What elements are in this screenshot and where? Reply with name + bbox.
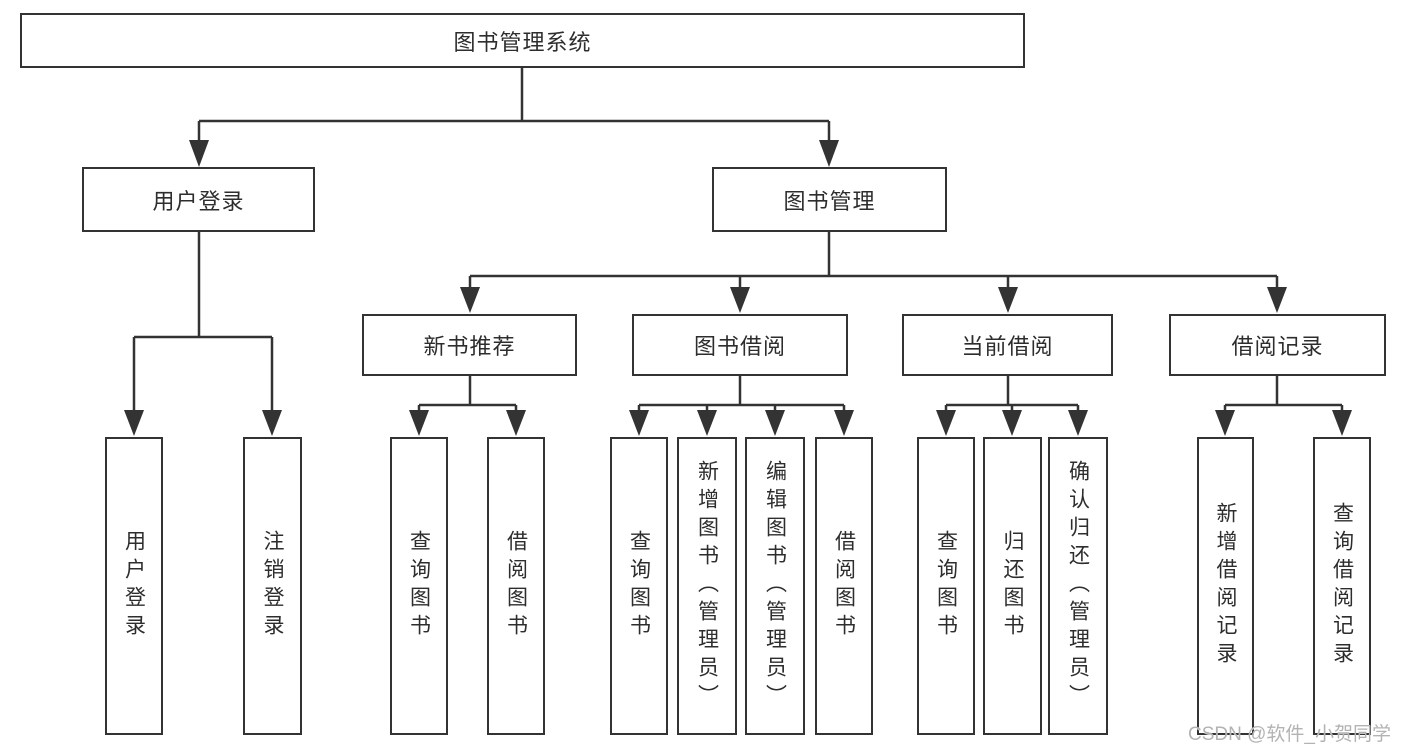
node-book-borrow: 图书借阅: [632, 314, 848, 376]
leaf-bb-query-books: 查询图书: [610, 437, 668, 735]
leaf-nbr-borrow-books: 借阅图书: [487, 437, 545, 735]
node-current-borrow: 当前借阅: [902, 314, 1113, 376]
leaf-bb-edit-books-admin: 编辑图书（管理员）: [745, 437, 805, 735]
leaf-cb-return-books-label: 归还图书: [1001, 530, 1024, 642]
node-book-management: 图书管理: [712, 167, 947, 232]
leaf-bb-add-books-admin-label: 新增图书（管理员）: [695, 460, 719, 712]
node-new-book-recommend: 新书推荐: [362, 314, 577, 376]
leaf-bb-query-books-label: 查询图书: [627, 530, 651, 642]
leaf-nbr-query-books: 查询图书: [390, 437, 448, 735]
leaf-logout-label: 注销登录: [261, 530, 284, 642]
leaf-cb-return-books: 归还图书: [983, 437, 1042, 735]
connector-root: [197, 68, 831, 144]
arrowheads: [124, 140, 1352, 436]
leaf-br-add-record: 新增借阅记录: [1197, 437, 1254, 735]
leaf-bb-edit-books-admin-label: 编辑图书（管理员）: [763, 460, 787, 712]
leaf-cb-query-books-label: 查询图书: [934, 530, 958, 642]
node-book-borrow-label: 图书借阅: [693, 334, 786, 359]
leaf-nbr-query-books-label: 查询图书: [407, 530, 431, 642]
leaf-br-add-record-label: 新增借阅记录: [1214, 502, 1237, 670]
csdn-watermark: CSDN @软件_小贺同学: [1188, 724, 1391, 745]
node-new-book-recommend-label: 新书推荐: [423, 334, 516, 359]
leaf-bb-borrow-books-label: 借阅图书: [832, 530, 856, 642]
leaf-cb-confirm-return-admin-label: 确认归还（管理员）: [1066, 460, 1090, 712]
connector-book-management: [468, 232, 1279, 290]
connector-current-borrow: [944, 376, 1080, 412]
leaf-cb-query-books: 查询图书: [917, 437, 975, 735]
leaf-br-query-record: 查询借阅记录: [1313, 437, 1371, 735]
leaf-nbr-borrow-books-label: 借阅图书: [504, 530, 528, 642]
connector-user-login: [132, 232, 274, 413]
node-root: 图书管理系统: [20, 13, 1025, 68]
leaf-bb-add-books-admin: 新增图书（管理员）: [677, 437, 737, 735]
node-root-label: 图书管理系统: [453, 29, 592, 55]
node-user-login: 用户登录: [82, 167, 315, 232]
leaf-logout: 注销登录: [243, 437, 302, 735]
node-borrow-records: 借阅记录: [1169, 314, 1386, 376]
node-borrow-records-label: 借阅记录: [1231, 334, 1324, 359]
connector-book-borrow: [637, 376, 846, 412]
node-current-borrow-label: 当前借阅: [961, 334, 1054, 359]
connector-new-book-recommend: [417, 376, 518, 412]
leaf-bb-borrow-books: 借阅图书: [815, 437, 873, 735]
connector-borrow-records: [1223, 376, 1344, 412]
leaf-br-query-record-label: 查询借阅记录: [1330, 502, 1354, 670]
leaf-cb-confirm-return-admin: 确认归还（管理员）: [1048, 437, 1108, 735]
node-book-management-label: 图书管理: [783, 188, 876, 214]
leaf-user-login: 用户登录: [105, 437, 163, 735]
leaf-user-login-label: 用户登录: [122, 530, 146, 642]
node-user-login-label: 用户登录: [152, 188, 245, 214]
